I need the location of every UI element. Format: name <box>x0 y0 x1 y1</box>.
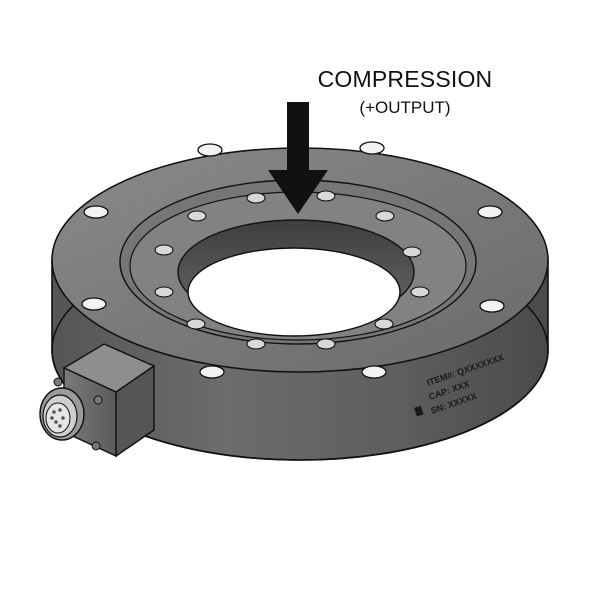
label-logo-mark <box>414 405 424 417</box>
output-note: (+OUTPUT) <box>359 98 451 117</box>
outer-mounting-holes <box>81 141 505 379</box>
inner-threaded-holes <box>154 190 430 350</box>
bore-opening <box>187 247 401 337</box>
circular-connector <box>39 377 103 451</box>
compression-label: COMPRESSION <box>317 66 493 92</box>
compression-arrow-icon <box>268 102 328 214</box>
